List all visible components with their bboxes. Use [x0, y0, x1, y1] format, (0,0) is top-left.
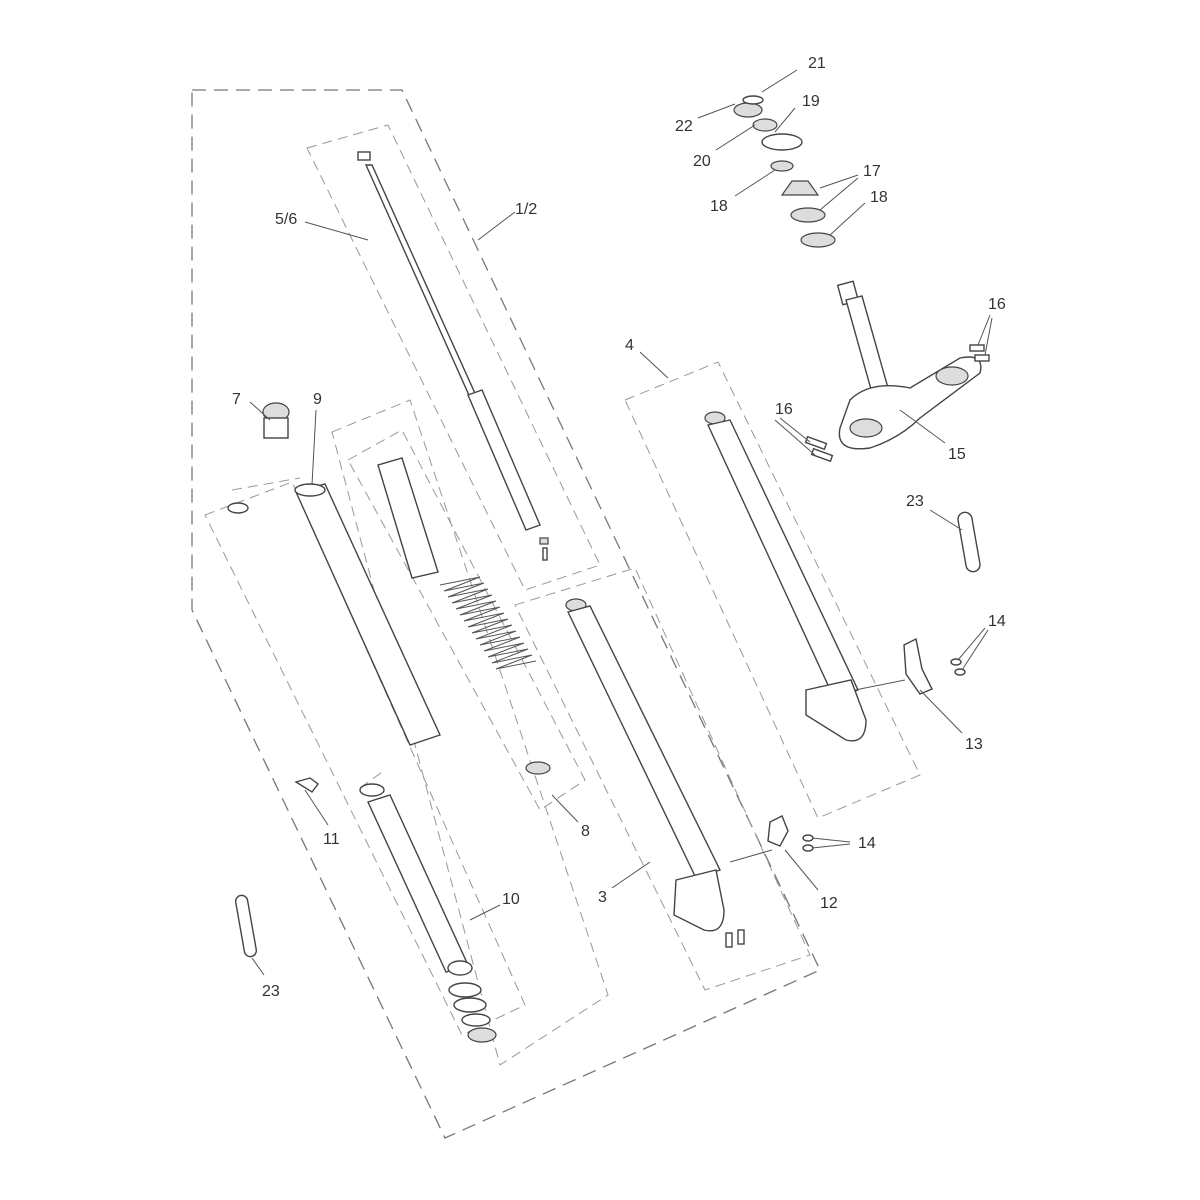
callout-11: 11 — [323, 831, 340, 848]
damper-cartridge — [357, 151, 549, 561]
assembly-frames — [191, 89, 921, 1139]
callout-7: 7 — [232, 391, 241, 408]
yoke-assembly — [804, 280, 990, 463]
callout-18: 18 — [870, 189, 888, 206]
callout-20: 20 — [693, 153, 711, 170]
callout-22: 22 — [675, 118, 693, 135]
steering-head-parts — [733, 95, 836, 248]
callout-8: 8 — [581, 823, 590, 840]
callout-17: 17 — [863, 163, 881, 180]
callout-3: 3 — [598, 889, 607, 906]
callout-4: 4 — [625, 337, 634, 354]
callout-16: 16 — [775, 401, 793, 418]
callout-12: 12 — [820, 895, 838, 912]
callout-21: 21 — [808, 55, 826, 72]
leader-lines — [249, 69, 993, 976]
callout-15: 15 — [948, 446, 966, 463]
callout-14: 14 — [988, 613, 1006, 630]
callout-10: 10 — [502, 891, 520, 908]
callout-14: 14 — [858, 835, 876, 852]
callout-19: 19 — [802, 93, 820, 110]
callout-23: 23 — [906, 493, 924, 510]
callout-labels: 21 22 19 20 17 18 18 16 16 15 4 1/2 5/6 … — [232, 55, 1006, 1000]
callout-16: 16 — [988, 296, 1006, 313]
callout-9: 9 — [313, 391, 322, 408]
callout-18: 18 — [710, 198, 728, 215]
callout-5-6: 5/6 — [275, 211, 297, 228]
fork-outer-tube-left — [227, 402, 441, 746]
fork-leg-right — [565, 598, 814, 948]
callout-1-2: 1/2 — [515, 201, 537, 218]
callout-13: 13 — [965, 736, 983, 753]
callout-23: 23 — [262, 983, 280, 1000]
fork-leg-left-assembly — [704, 411, 981, 742]
fork-spring — [377, 457, 551, 775]
fork-inner-tube-left — [234, 777, 497, 1043]
